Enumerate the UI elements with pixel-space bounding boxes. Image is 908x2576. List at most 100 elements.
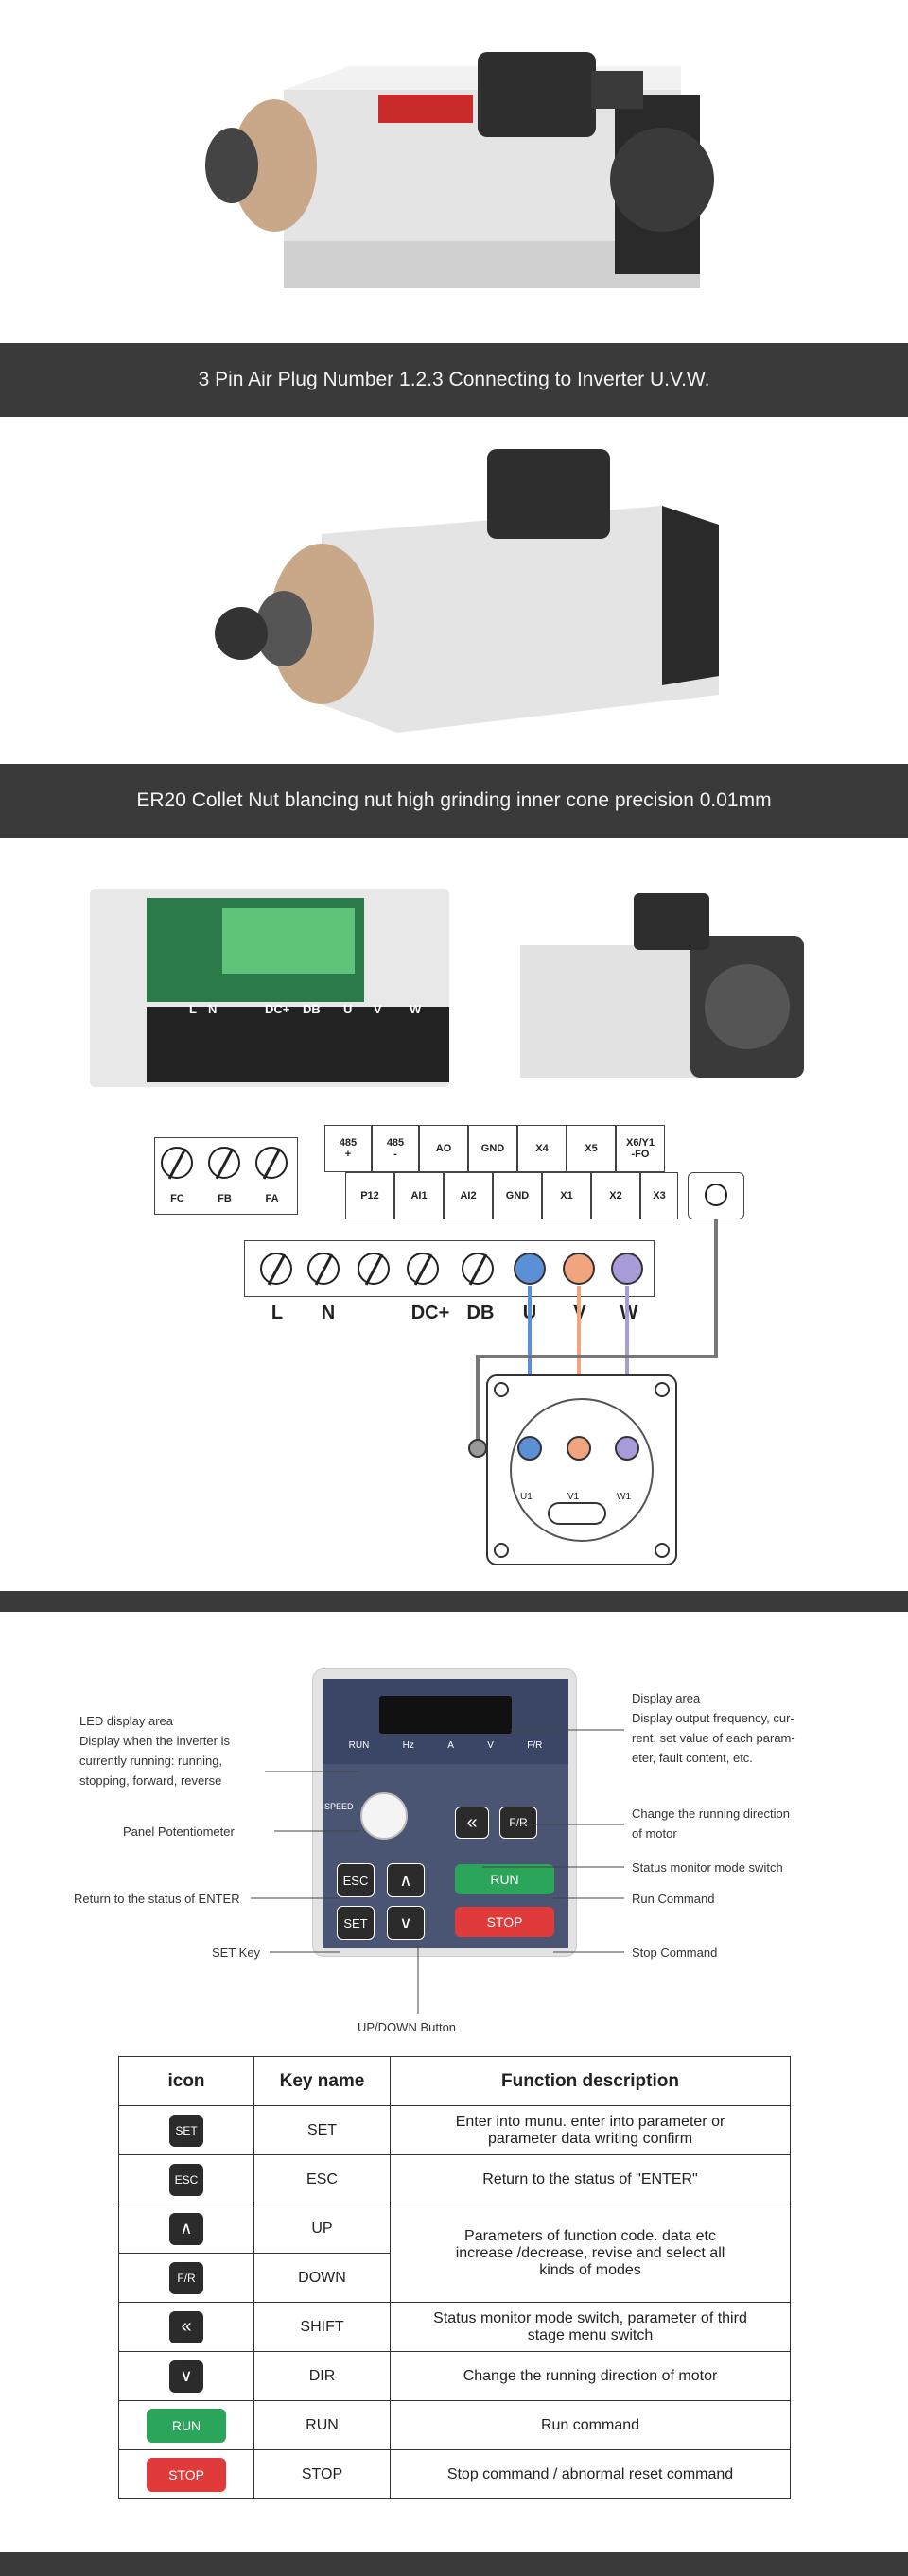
callout-updown: UP/DOWN Button <box>358 2020 457 2034</box>
term-x6y1: X6/Y1 -FO <box>616 1125 665 1172</box>
col-function: Function description <box>390 2056 791 2106</box>
key-desc: Status monitor mode switch, parameter of… <box>390 2302 791 2352</box>
main-terminal-strip <box>244 1240 655 1297</box>
bottom-bar <box>0 2552 908 2576</box>
screw-u <box>514 1253 546 1285</box>
callout-led-desc-1: Display when the inverter is <box>79 1734 230 1748</box>
term-gnd2: GND <box>493 1172 542 1219</box>
ind-run: RUN <box>348 1740 370 1751</box>
wiring-section: L N DC+ DB U V W FC FB FA 485 + 485 - AO… <box>0 851 908 1588</box>
screw-dc <box>358 1253 390 1285</box>
table-row: ∨ DIR Change the running direction of mo… <box>118 2351 791 2401</box>
stop-key-icon: STOP <box>147 2457 226 2492</box>
screw-w <box>611 1253 643 1285</box>
plug-pin-w1: W1 <box>617 1492 631 1502</box>
banner-collet: ER20 Collet Nut blancing nut high grindi… <box>0 764 908 838</box>
panel-run-button[interactable]: RUN <box>455 1864 554 1894</box>
callout-status-monitor: Status monitor mode switch <box>632 1860 783 1875</box>
board-label-n: N <box>208 1002 218 1016</box>
panel-up-button[interactable]: ∧ <box>387 1863 425 1897</box>
term-485p: 485 + <box>324 1125 372 1172</box>
key-desc: Enter into munu. enter into parameter or… <box>390 2105 791 2155</box>
ground-screw <box>705 1184 727 1206</box>
term-fb: FB <box>208 1186 241 1210</box>
board-label-db: DB <box>303 1002 321 1016</box>
callout-display-desc-3: eter, fault content, etc. <box>632 1751 753 1765</box>
spindle-illustration-1 <box>205 52 714 288</box>
panel-esc-button[interactable]: ESC <box>337 1863 375 1897</box>
callout-run-cmd: Run Command <box>632 1892 715 1906</box>
spindle-photo-1 <box>0 0 908 340</box>
esc-key-icon: ESC <box>169 2163 203 2196</box>
board-label-u: U <box>343 1002 353 1016</box>
spindle-small-photo <box>520 893 804 1078</box>
board-label-v: V <box>374 1002 382 1016</box>
key-desc: Run command <box>390 2400 791 2450</box>
screw-fb <box>208 1147 240 1179</box>
inverter-board-photo <box>90 889 449 1087</box>
term-x1: X1 <box>542 1172 591 1219</box>
key-desc: Parameters of function code. data etc in… <box>390 2204 791 2303</box>
callout-set-key: SET Key <box>212 1945 261 1960</box>
screw-db2 <box>462 1253 494 1285</box>
screw-fc <box>161 1147 193 1179</box>
panel-shift-button[interactable]: « <box>455 1807 489 1839</box>
board-label-dc: DC+ <box>265 1002 290 1016</box>
screw-l <box>260 1253 292 1285</box>
key-name: RUN <box>253 2400 391 2450</box>
potentiometer-knob[interactable] <box>360 1792 408 1840</box>
col-key-name: Key name <box>253 2056 391 2106</box>
down-arrow-icon: ∨ <box>169 2360 203 2393</box>
screw-v <box>563 1253 595 1285</box>
board-label-l: L <box>189 1002 197 1016</box>
key-function-table: icon Key name Function description SET S… <box>118 2056 791 2499</box>
main-label-l: L <box>271 1303 284 1323</box>
key-desc: Stop command / abnormal reset command <box>390 2449 791 2499</box>
up-arrow-icon: ∧ <box>169 2212 203 2245</box>
panel-down-button[interactable]: ∨ <box>387 1906 425 1940</box>
wiring-lines <box>468 1219 718 1565</box>
led-display <box>379 1696 512 1734</box>
table-row: STOP STOP Stop command / abnormal reset … <box>118 2449 791 2499</box>
ind-a: A <box>447 1740 454 1751</box>
callout-potentiometer: Panel Potentiometer <box>123 1824 235 1839</box>
table-row: « SHIFT Status monitor mode switch, para… <box>118 2302 791 2352</box>
callout-display-desc-2: rent, set value of each param- <box>632 1731 795 1745</box>
ind-hz: Hz <box>402 1740 414 1751</box>
fr-key-icon: F/R <box>169 2261 203 2294</box>
set-key-icon: SET <box>169 2114 203 2147</box>
panel-fr-button[interactable]: F/R <box>499 1807 537 1839</box>
table-row: RUN RUN Run command <box>118 2400 791 2450</box>
ground-terminal <box>688 1172 744 1219</box>
term-fa: FA <box>255 1186 288 1210</box>
term-x3: X3 <box>640 1172 678 1219</box>
divider-bar <box>0 1591 908 1612</box>
screw-fa <box>255 1147 288 1179</box>
key-name: ESC <box>253 2154 391 2204</box>
col-icon: icon <box>118 2056 254 2106</box>
board-label-w: W <box>410 1002 422 1016</box>
panel-set-button[interactable]: SET <box>337 1906 375 1940</box>
callout-return-enter: Return to the status of ENTER <box>74 1892 240 1906</box>
term-ai2: AI2 <box>444 1172 493 1219</box>
term-ai1: AI1 <box>394 1172 444 1219</box>
plug-pin-v1: V1 <box>568 1492 580 1502</box>
term-gnd1: GND <box>468 1125 517 1172</box>
callout-change-dir-2: of motor <box>632 1826 677 1841</box>
run-key-icon: RUN <box>147 2408 226 2443</box>
screw-db1 <box>407 1253 439 1285</box>
callout-led-desc-2: currently running: running, <box>79 1754 223 1768</box>
key-name: STOP <box>253 2449 391 2499</box>
term-x2: X2 <box>591 1172 640 1219</box>
key-name: SET <box>253 2105 391 2155</box>
callout-change-dir-1: Change the running direction <box>632 1807 790 1821</box>
term-fc: FC <box>161 1186 194 1210</box>
key-desc: Change the running direction of motor <box>390 2351 791 2401</box>
banner-air-plug: 3 Pin Air Plug Number 1.2.3 Connecting t… <box>0 343 908 417</box>
term-ao: AO <box>419 1125 468 1172</box>
speed-label: SPEED <box>324 1802 354 1811</box>
callout-led-title: LED display area <box>79 1714 173 1728</box>
panel-stop-button[interactable]: STOP <box>455 1907 554 1937</box>
table-row: SET SET Enter into munu. enter into para… <box>118 2105 791 2155</box>
